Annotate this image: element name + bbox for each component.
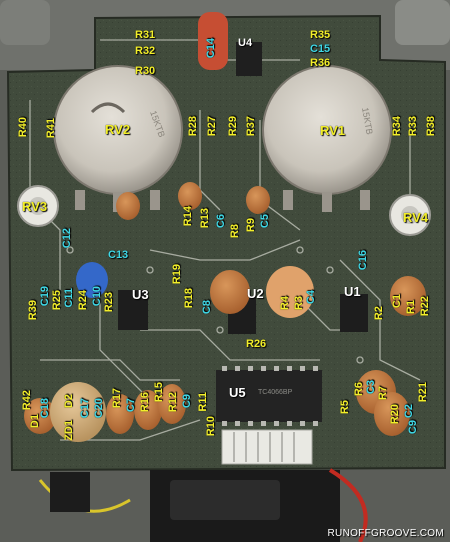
label-r12: R12: [167, 392, 179, 413]
label-r4: R4: [279, 296, 291, 311]
label-d2: D2: [63, 394, 75, 409]
ic-u5: TC4066BP: [216, 366, 322, 426]
capacitor-c10: [76, 262, 108, 298]
label-r41: R41: [45, 118, 57, 139]
label-r3: R3: [293, 296, 305, 311]
label-c20: C20: [93, 398, 105, 419]
label-r7: R7: [377, 386, 389, 401]
chip-marking: TC4066BP: [258, 389, 293, 396]
ic-u3: [118, 290, 148, 330]
label-c14: C14: [205, 38, 217, 59]
ceramic-capacitors: [24, 182, 426, 436]
label-r13: R13: [199, 208, 211, 229]
label-r26: R26: [246, 338, 267, 350]
label-r37: R37: [245, 116, 257, 137]
label-r36: R36: [310, 57, 331, 69]
label-c4: C4: [305, 290, 317, 305]
wire-red: [328, 468, 368, 542]
zener-zd1: [50, 382, 106, 442]
label-c7: C7: [125, 398, 137, 413]
label-u3: U3: [132, 287, 149, 302]
label-rv2: RV2: [105, 122, 131, 137]
label-d1: D1: [29, 414, 41, 429]
label-r9: R9: [245, 218, 257, 233]
label-r16: R16: [139, 392, 151, 413]
ic-u4: [236, 42, 262, 76]
label-rv1: RV1: [320, 123, 346, 138]
label-c19: C19: [39, 286, 51, 307]
label-r35: R35: [310, 29, 331, 41]
mount-hole: [395, 0, 450, 45]
trimpot-rv3: [17, 185, 59, 227]
label-r33: R33: [407, 116, 419, 137]
label-c16: C16: [357, 250, 369, 271]
label-r15: R15: [153, 382, 165, 403]
mount-hole: [0, 0, 50, 45]
trimpot-rv4: [389, 194, 431, 236]
jack: [50, 472, 90, 512]
label-r32: R32: [135, 45, 156, 57]
label-r34: R34: [391, 116, 403, 137]
label-r28: R28: [187, 116, 199, 137]
label-c9-right: C9: [407, 420, 419, 435]
connector: [221, 429, 313, 465]
label-r11: R11: [197, 392, 209, 412]
label-u1: U1: [344, 284, 361, 299]
label-r17: R17: [111, 388, 123, 409]
label-c8: C8: [201, 300, 213, 315]
label-u4: U4: [238, 37, 253, 49]
label-c17: C17: [79, 398, 91, 419]
label-c5: C5: [259, 214, 271, 229]
label-rv3: RV3: [22, 199, 48, 214]
label-r30: R30: [135, 65, 156, 77]
label-c11: C11: [63, 288, 75, 308]
label-r2: R2: [373, 306, 385, 321]
battery-clip: [170, 480, 280, 520]
label-zd1: ZD1: [63, 420, 75, 441]
label-r31: R31: [135, 29, 156, 41]
label-c9-left: C9: [181, 394, 193, 409]
label-c15: C15: [310, 43, 331, 55]
label-c18: C18: [39, 398, 51, 419]
label-r18: R18: [183, 288, 195, 309]
label-r14: R14: [182, 206, 194, 227]
label-r23: R23: [103, 292, 115, 313]
label-c12: C12: [61, 228, 73, 249]
label-rv4: RV4: [403, 210, 429, 225]
label-c1: C1: [391, 294, 403, 309]
label-r39: R39: [27, 300, 39, 321]
label-c6: C6: [215, 214, 227, 229]
watermark-footer: RUNOFFGROOVE.COM: [327, 528, 444, 539]
pot-marking-rv1: 15KTB: [360, 107, 375, 136]
label-r38: R38: [425, 116, 437, 137]
label-r40: R40: [17, 117, 29, 138]
label-r19: R19: [171, 264, 183, 285]
label-r42: R42: [21, 390, 33, 411]
capacitor-c14: [198, 12, 228, 70]
label-r10: R10: [205, 416, 217, 437]
ic-u1: [340, 294, 368, 332]
label-c3: C3: [365, 380, 377, 395]
label-r29: R29: [227, 116, 239, 137]
label-u5: U5: [229, 385, 246, 400]
label-r8: R8: [229, 224, 241, 239]
label-r1: R1: [405, 300, 417, 315]
label-r22: R22: [419, 296, 431, 317]
label-r20: R20: [389, 404, 401, 425]
label-r27: R27: [206, 116, 218, 137]
label-c2: C2: [403, 404, 415, 419]
label-r6: R6: [353, 382, 365, 397]
label-r25: R25: [51, 290, 63, 311]
label-r5: R5: [339, 400, 351, 415]
label-c10: C10: [91, 286, 103, 307]
label-r21: R21: [417, 382, 429, 403]
label-r24: R24: [77, 290, 89, 311]
label-u2: U2: [247, 286, 264, 301]
potentiometer-rv1: 15KTB: [262, 65, 392, 212]
label-c13: C13: [108, 249, 129, 261]
